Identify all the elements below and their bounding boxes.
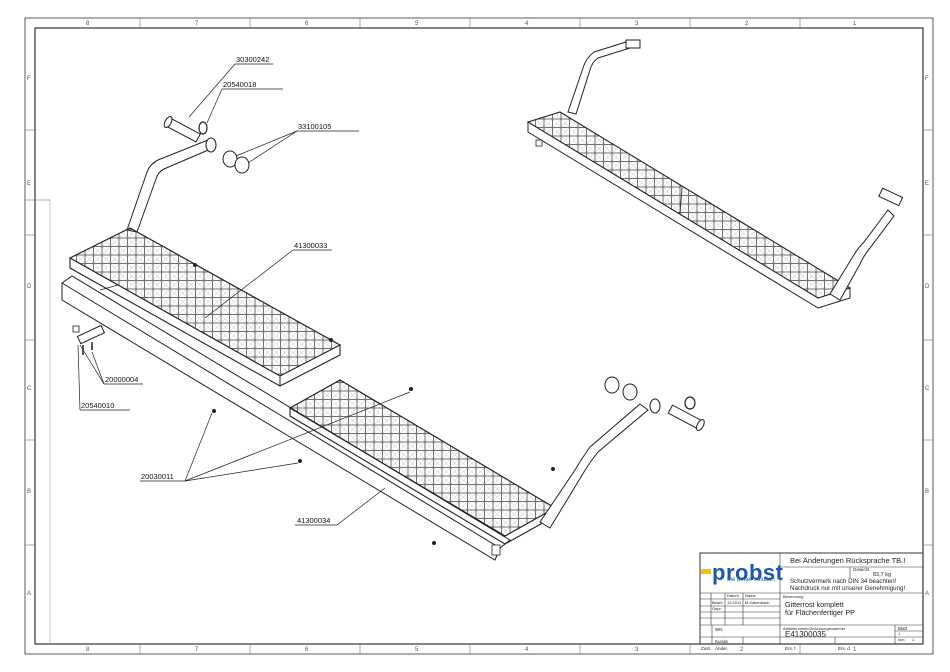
zone-left-F: F <box>27 76 31 82</box>
zone-left-C: C <box>27 386 32 392</box>
customer-label: Kunde <box>715 639 729 644</box>
bolt-left <box>72 324 106 355</box>
assembled-grating <box>526 111 852 299</box>
leader-lines <box>77 63 411 526</box>
callout-clip: 20540018 <box>223 80 256 89</box>
callout-pin: 30300242 <box>236 55 269 64</box>
callout-grate-upper: 41300033 <box>294 241 327 250</box>
part-callouts: 30300242 20540018 33100105 41300033 2000… <box>81 55 331 525</box>
zone-top-3: 3 <box>635 21 639 27</box>
revision-state-label: Zust. <box>701 646 712 651</box>
outer-frame <box>24 17 934 655</box>
zone-bottom-5: 5 <box>415 647 419 653</box>
zone-bottom-1: 1 <box>853 647 857 653</box>
zone-labels-left: F E D C B A <box>27 76 32 597</box>
bushing-top-2 <box>234 156 250 174</box>
drawing-number: E41300035 <box>785 630 826 639</box>
zone-top-1: 1 <box>853 21 857 27</box>
assembled-view <box>526 39 904 309</box>
zone-left-D: D <box>27 284 32 290</box>
callout-bolt: 20000004 <box>105 375 138 384</box>
protection-note-1: Schutzvermerk nach DIN 34 beachten! <box>790 578 897 585</box>
weight-value: 83,7 kg <box>873 572 892 578</box>
zone-labels-bottom: 8 7 6 5 4 3 2 1 <box>86 647 857 653</box>
replaces-label: Ers. f. <box>785 646 797 651</box>
date-value: 13.2011 <box>727 600 742 605</box>
zone-top-2: 2 <box>745 21 749 27</box>
zone-left-A: A <box>27 591 31 597</box>
clip-right <box>684 396 696 410</box>
callout-bolt-clip: 20540010 <box>81 401 114 410</box>
sheet-value: 1 <box>898 631 901 636</box>
zone-top-7: 7 <box>195 21 199 27</box>
zone-top-5: 5 <box>415 21 419 27</box>
sheets-value: 1 <box>912 637 915 642</box>
drawing-title-2: für Flächenfertiger PP <box>785 608 855 617</box>
checked-label: Gepr. <box>712 606 722 611</box>
callout-bushing: 33100105 <box>298 122 331 131</box>
date-label: Datum <box>727 593 739 598</box>
assembled-handrail-rear <box>567 41 631 115</box>
zone-top-6: 6 <box>305 21 309 27</box>
wn-label: WN <box>715 627 723 632</box>
change-notice: Bei Änderungen Rücksprache TB.! <box>790 556 906 565</box>
zone-bottom-7: 7 <box>195 647 199 653</box>
name-label: Name <box>745 593 756 598</box>
handrail-right-eye <box>649 398 661 414</box>
change-label: Änder. <box>715 646 729 651</box>
zone-labels-right: F E D C B A <box>925 76 930 597</box>
protection-note-2: Nachdruck nur mit unserer Genehmigung! <box>790 585 906 592</box>
zone-labels-top: 8 7 6 5 4 3 2 1 <box>86 21 857 27</box>
zone-right-B: B <box>925 489 929 495</box>
handrail-left <box>126 139 214 233</box>
exploded-view <box>61 116 705 561</box>
brand-tagline: the better solution <box>727 577 775 583</box>
zone-right-E: E <box>925 181 929 187</box>
zone-right-C: C <box>925 386 930 392</box>
brand-logo: probst <box>712 560 784 585</box>
logo-bar <box>701 569 711 574</box>
zone-bottom-8: 8 <box>86 647 90 653</box>
inner-frame <box>34 27 924 645</box>
zone-right-A: A <box>925 591 929 597</box>
zone-top-4: 4 <box>525 21 529 27</box>
zone-top-8: 8 <box>86 21 90 27</box>
zone-ticks <box>25 18 933 654</box>
zone-left-B: B <box>27 489 31 495</box>
sheets-label: von <box>898 637 905 642</box>
bushing-right-2 <box>622 383 638 401</box>
zone-bottom-4: 4 <box>525 647 529 653</box>
pin-right <box>667 404 705 432</box>
drawing-title-1: Gitterrost komplett <box>785 600 844 609</box>
sheet-label: Blatt <box>898 626 908 631</box>
grating-lower <box>288 379 557 537</box>
pin-top <box>163 116 201 143</box>
screws <box>193 263 555 545</box>
replaced-by-label: Ers. d. <box>838 646 852 651</box>
name-value: M.Kaltenbach <box>745 600 770 605</box>
designation-label: Benennung <box>783 594 804 599</box>
zone-bottom-2: 2 <box>740 647 744 653</box>
callout-screws: 20030011 <box>141 472 174 481</box>
callout-grate-lower: 41300034 <box>297 516 330 525</box>
assembled-handrail-front <box>829 209 895 301</box>
drawn-label: Bearb <box>712 600 723 605</box>
title-block-grid <box>699 552 924 645</box>
weight-label: Gewicht <box>853 567 870 572</box>
zone-bottom-3: 3 <box>635 647 639 653</box>
zone-right-D: D <box>925 284 930 290</box>
zone-right-F: F <box>925 76 929 82</box>
zone-left-E: E <box>27 181 31 187</box>
clip-top <box>198 121 208 135</box>
drawing-number-label: Artikelnummer/Zeichnungsnummer <box>783 626 846 631</box>
handrail-left-eye <box>205 137 217 153</box>
bushing-right-1 <box>604 376 620 394</box>
handrail-right <box>539 403 649 529</box>
zone-bottom-6: 6 <box>305 647 309 653</box>
